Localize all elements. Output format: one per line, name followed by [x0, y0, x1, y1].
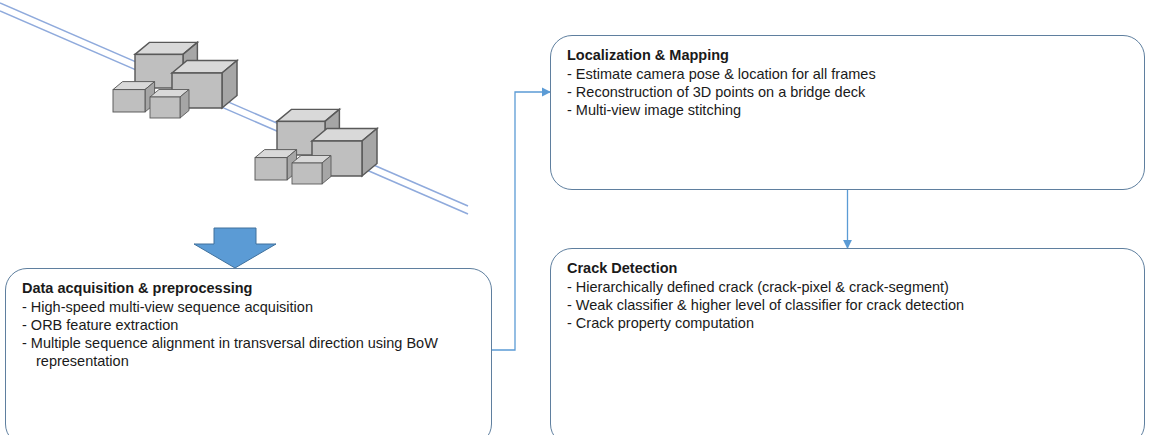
bullet-item: - Hierarchically defined crack (crack-pi…: [567, 278, 1128, 296]
box-heading: Crack Detection: [567, 259, 1128, 277]
flow-connector: [492, 92, 550, 350]
camera-rig: [255, 109, 377, 184]
bridge-deck-lines: [0, 3, 468, 214]
box-heading: Data acquisition & preprocessing: [22, 279, 475, 297]
flow-connector: [847, 190, 848, 248]
camera-rig: [113, 42, 237, 118]
process-box: Localization & Mapping- Estimate camera …: [550, 35, 1145, 190]
process-box: Crack Detection- Hierarchically defined …: [550, 248, 1145, 435]
bullet-item: - Weak classifier & higher level of clas…: [567, 296, 1128, 314]
box-heading: Localization & Mapping: [567, 46, 1128, 64]
bullet-item: - Crack property computation: [567, 314, 1128, 332]
process-box: Data acquisition & preprocessing- High-s…: [5, 268, 492, 435]
bullet-item: - Estimate camera pose & location for al…: [567, 65, 1128, 83]
bullet-item: - Multiple sequence alignment in transve…: [22, 334, 475, 370]
bullet-item: - High-speed multi-view sequence acquisi…: [22, 298, 475, 316]
bullet-item: - Multi-view image stitching: [567, 101, 1128, 119]
bullet-item: - ORB feature extraction: [22, 316, 475, 334]
flow-arrow: [194, 228, 276, 268]
bullet-item: - Reconstruction of 3D points on a bridg…: [567, 83, 1128, 101]
